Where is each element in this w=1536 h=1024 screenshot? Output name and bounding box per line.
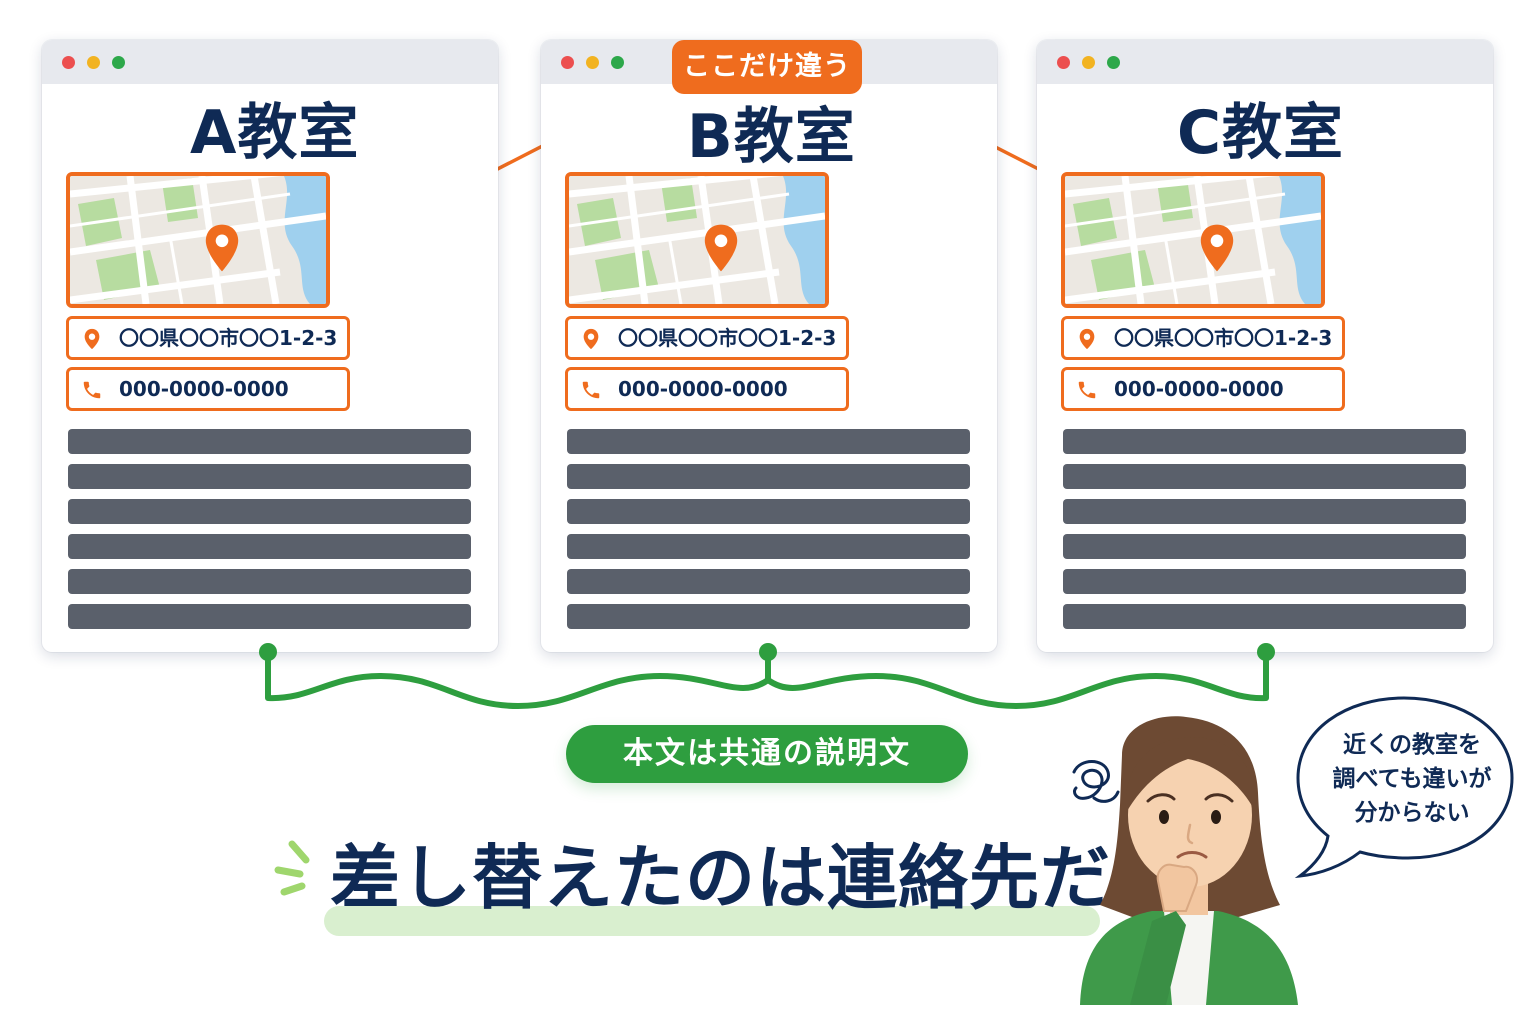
connector-node xyxy=(759,643,777,661)
body-text-line xyxy=(567,534,970,559)
window-close-dot xyxy=(1057,56,1070,69)
classroom-page-a: A教室 xyxy=(42,40,498,652)
body-text-line xyxy=(68,464,471,489)
window-maximize-dot xyxy=(1107,56,1120,69)
phone-text: 000-0000-0000 xyxy=(119,377,289,401)
body-text-line xyxy=(567,604,970,629)
body-text-line xyxy=(1063,604,1466,629)
body-text-line xyxy=(68,499,471,524)
body-text-line xyxy=(1063,464,1466,489)
location-pin-icon xyxy=(583,328,599,350)
location-pin-icon xyxy=(84,328,100,350)
difference-callout-label: ここだけ違う xyxy=(672,40,862,94)
window-close-dot xyxy=(62,56,75,69)
window-maximize-dot xyxy=(611,56,624,69)
body-text-line xyxy=(567,499,970,524)
address-text: 〇〇県〇〇市〇〇1-2-3 xyxy=(618,326,837,350)
connector-node xyxy=(1257,643,1275,661)
common-body-label: 本文は共通の説明文 xyxy=(566,725,968,783)
map-pin-icon xyxy=(704,224,738,272)
confusion-squiggle-icon xyxy=(1072,760,1120,803)
map-pin-icon xyxy=(1200,224,1234,272)
phone-icon xyxy=(83,381,101,399)
phone-text: 000-0000-0000 xyxy=(618,377,788,401)
page-title: B教室 xyxy=(687,102,856,172)
map-thumbnail xyxy=(565,172,829,308)
speech-bubble-text: 近くの教室を 調べても違いが 分からない xyxy=(1312,728,1512,830)
confused-woman-illustration xyxy=(1080,716,1298,1005)
speech-line: 調べても違いが xyxy=(1332,766,1492,792)
page-title: C教室 xyxy=(1177,98,1345,168)
page-title: A教室 xyxy=(190,98,360,168)
body-text-line xyxy=(1063,429,1466,454)
phone-field: 000-0000-0000 xyxy=(66,367,350,411)
body-text-line xyxy=(68,569,471,594)
body-text-line xyxy=(1063,499,1466,524)
phone-field: 000-0000-0000 xyxy=(565,367,849,411)
address-text: 〇〇県〇〇市〇〇1-2-3 xyxy=(119,326,338,350)
phone-text: 000-0000-0000 xyxy=(1114,377,1284,401)
address-field: 〇〇県〇〇市〇〇1-2-3 xyxy=(1061,316,1345,360)
window-titlebar xyxy=(1037,40,1493,84)
phone-field: 000-0000-0000 xyxy=(1061,367,1345,411)
phone-icon xyxy=(1078,381,1096,399)
speech-bubble xyxy=(1294,696,1514,879)
body-text-line xyxy=(567,464,970,489)
window-close-dot xyxy=(561,56,574,69)
window-minimize-dot xyxy=(586,56,599,69)
map-pin-icon xyxy=(205,224,239,272)
headline-text: 差し替えたのは連絡先だけ xyxy=(330,837,1182,919)
window-minimize-dot xyxy=(87,56,100,69)
window-minimize-dot xyxy=(1082,56,1095,69)
map-thumbnail xyxy=(1061,172,1325,308)
window-maximize-dot xyxy=(112,56,125,69)
map-thumbnail xyxy=(66,172,330,308)
connector-node xyxy=(259,643,277,661)
window-titlebar xyxy=(42,40,498,84)
body-text-line xyxy=(68,604,471,629)
body-text-line xyxy=(68,429,471,454)
phone-icon xyxy=(582,381,600,399)
body-text-line xyxy=(567,569,970,594)
classroom-page-b: B教室 xyxy=(541,40,997,652)
address-field: 〇〇県〇〇市〇〇1-2-3 xyxy=(565,316,849,360)
speech-line: 近くの教室を xyxy=(1343,732,1481,758)
body-text-line xyxy=(68,534,471,559)
address-text: 〇〇県〇〇市〇〇1-2-3 xyxy=(1114,326,1333,350)
body-text-line xyxy=(567,429,970,454)
headline-highlight xyxy=(324,906,1100,936)
address-field: 〇〇県〇〇市〇〇1-2-3 xyxy=(66,316,350,360)
speech-line: 分からない xyxy=(1354,800,1470,826)
body-text-line xyxy=(1063,569,1466,594)
classroom-page-c: C教室 xyxy=(1037,40,1493,652)
body-text-line xyxy=(1063,534,1466,559)
location-pin-icon xyxy=(1079,328,1095,350)
emphasis-spark-icon xyxy=(274,840,310,896)
